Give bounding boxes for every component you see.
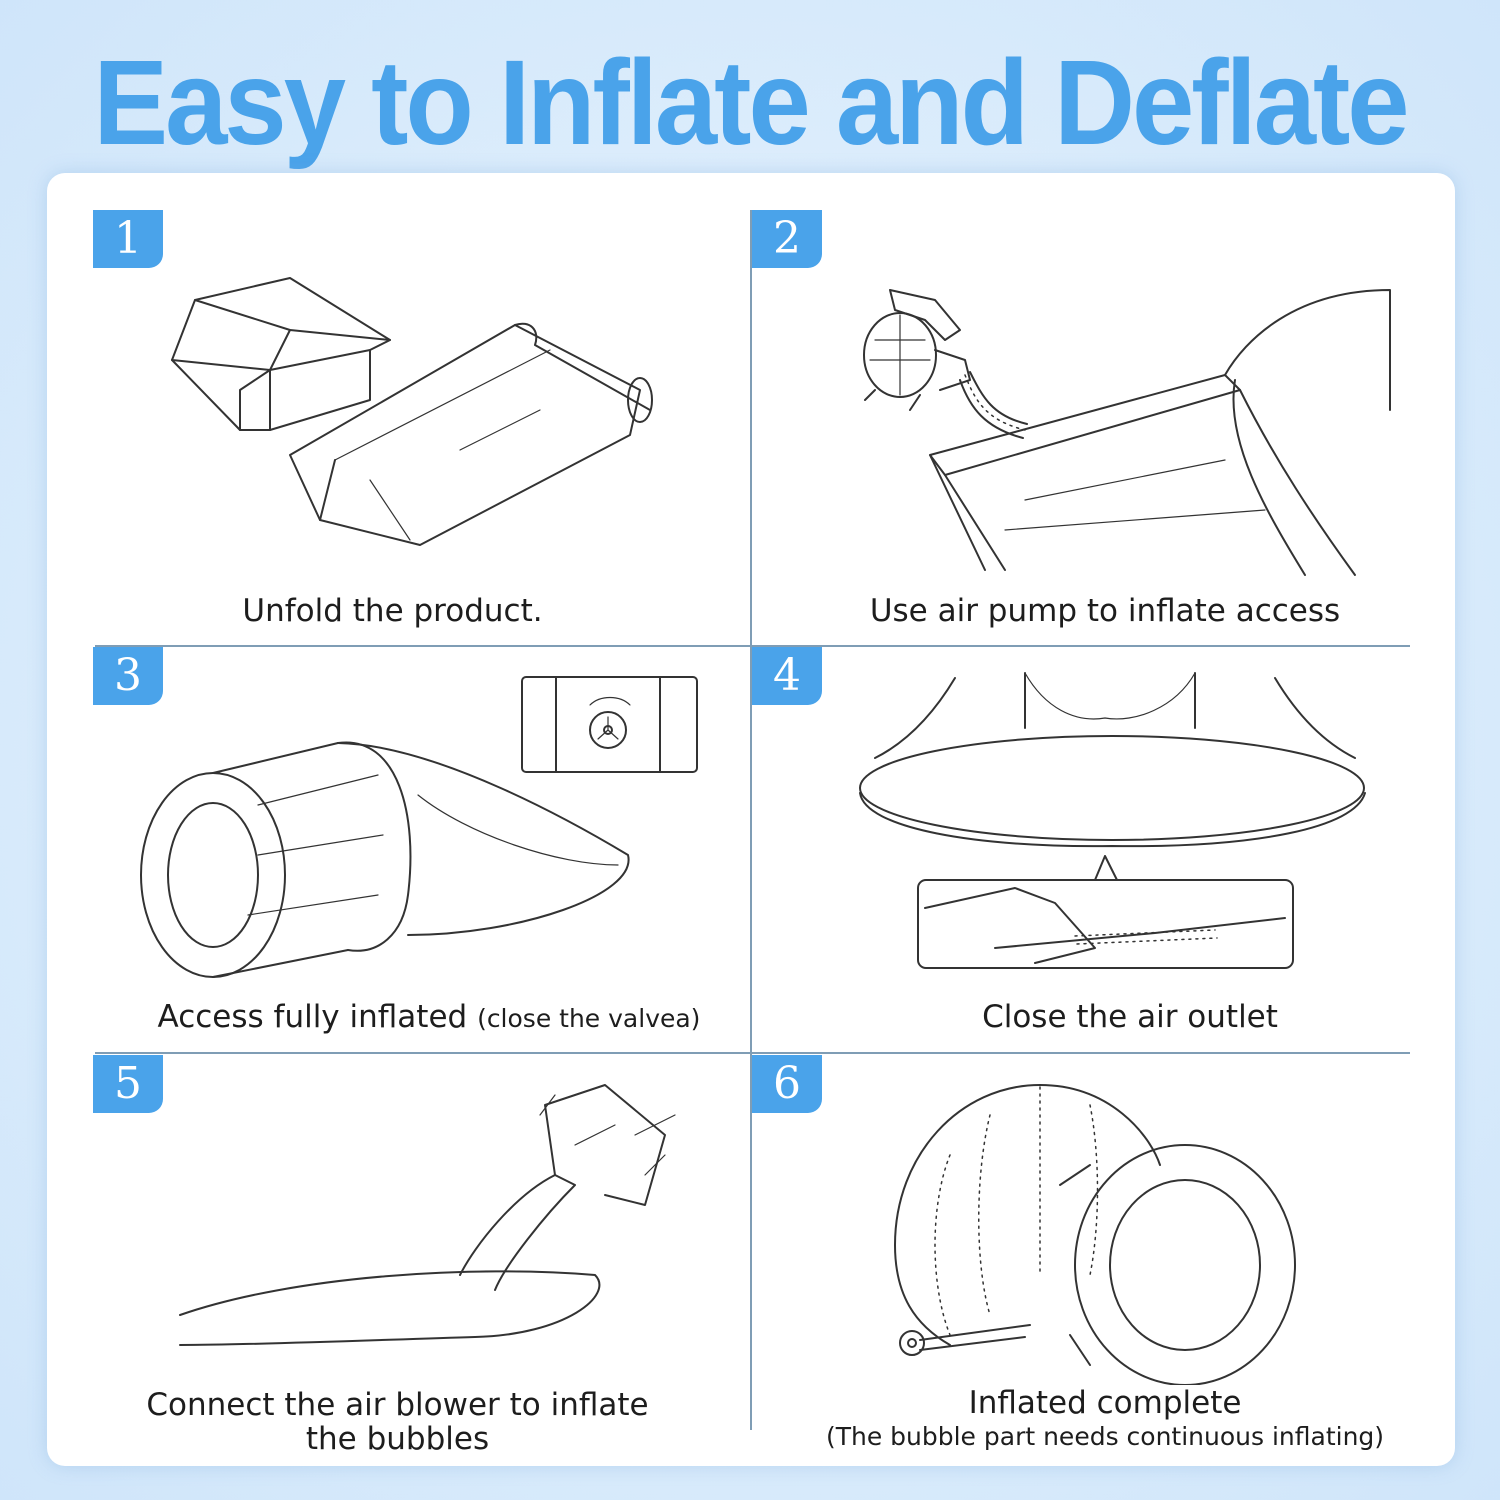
inflated-bubble-illustration	[894, 1084, 1296, 1385]
divider-row-2	[95, 1052, 750, 1054]
step-caption-note: (The bubble part needs continuous inflat…	[825, 1422, 1385, 1451]
step-caption-note: (close the valvea)	[477, 1004, 701, 1033]
divider-row-1b	[752, 645, 1410, 647]
step-badge-4: 4	[752, 647, 822, 705]
step-caption-4: Close the air outlet	[755, 1000, 1500, 1034]
unfold-product-illustration	[171, 277, 653, 546]
page-title: Easy to Inflate and Deflate	[93, 34, 1409, 170]
step-badge-3: 3	[93, 647, 163, 705]
step-caption-text: Connect the air blower to inflate	[146, 1387, 649, 1423]
air-pump-illustration	[863, 289, 1391, 576]
inflated-access-illustration	[140, 741, 630, 978]
step-caption-2: Use air pump to inflate access	[755, 594, 1455, 628]
step-badge-5: 5	[93, 1055, 163, 1113]
step-caption-6: Inflated complete (The bubble part needs…	[790, 1386, 1420, 1454]
step-caption-3: Access fully inflated (close the valvea)	[95, 1000, 763, 1036]
valve-inset-illustration	[521, 676, 698, 773]
step-caption-text: Inflated complete	[968, 1385, 1242, 1421]
step-badge-6: 6	[752, 1055, 822, 1113]
step-caption-text: Close the air outlet	[982, 999, 1278, 1035]
air-blower-illustration	[179, 1084, 676, 1346]
step-badge-2: 2	[752, 210, 822, 268]
step-badge-1: 1	[93, 210, 163, 268]
divider-row-2b	[752, 1052, 1410, 1054]
step-caption-1: Unfold the product.	[95, 594, 690, 628]
divider-vertical	[750, 210, 752, 1430]
step-caption-text: Access fully inflated	[157, 999, 468, 1035]
air-outlet-illustration	[859, 672, 1366, 969]
step-caption-text: Use air pump to inflate access	[869, 593, 1341, 629]
step-caption-text: Unfold the product.	[242, 593, 543, 629]
step-caption-5: Connect the air blower to inflate the bu…	[95, 1388, 700, 1456]
divider-row-1	[95, 645, 750, 647]
step-caption-line2: the bubbles	[305, 1421, 490, 1457]
